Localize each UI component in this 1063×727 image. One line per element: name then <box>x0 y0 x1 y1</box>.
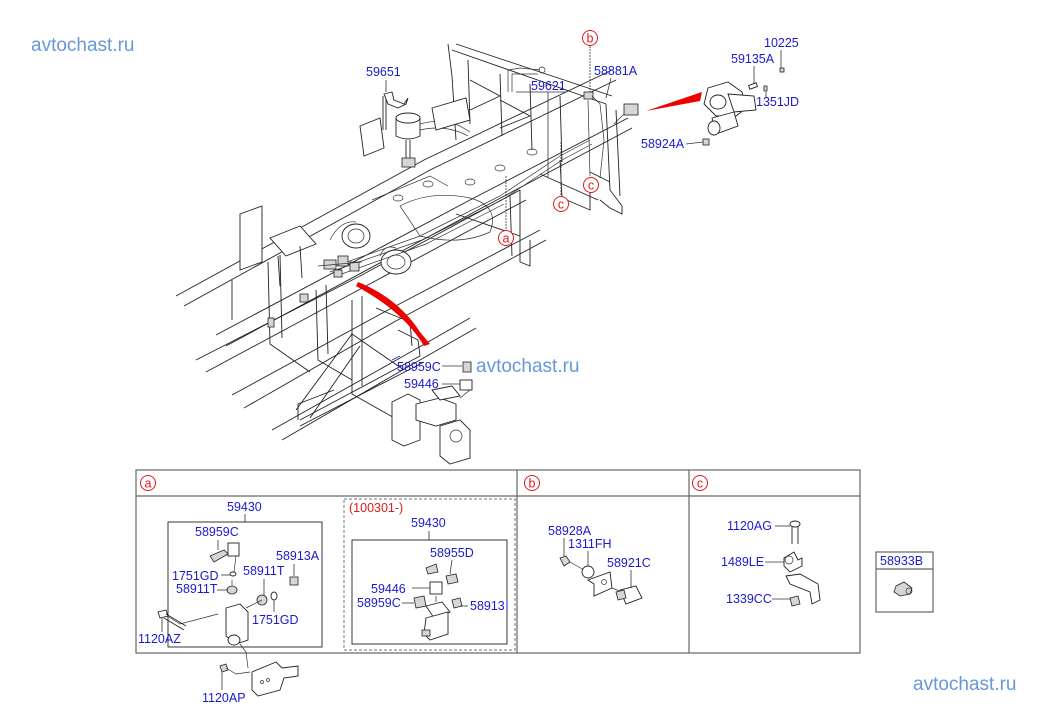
panel-a: a 59430 58959C 58913A 1751GD 58911T 589 <box>138 475 323 705</box>
label-58911T-a1: 58911T <box>243 564 285 578</box>
label-58959C-variant: 58959C <box>357 596 401 610</box>
svg-text:a: a <box>503 232 510 246</box>
label-59430-variant: 59430 <box>411 516 446 530</box>
label-1311FH-b: 1311FH <box>568 537 612 551</box>
label-10225: 10225 <box>764 36 799 50</box>
ref-marker-c-panel: c <box>692 475 708 491</box>
main-view-labels: 59651 59621 58881A 10225 59135A 1351JD 5… <box>366 36 799 391</box>
label-58924A: 58924A <box>641 137 685 151</box>
label-58913-variant: 58913 <box>470 599 505 613</box>
label-1751GD-a2: 1751GD <box>252 613 299 627</box>
label-1351JD: 1351JD <box>756 95 799 109</box>
callout-arrow-lower <box>356 282 430 346</box>
air-dryer-assembly <box>359 96 471 168</box>
ref-marker-a-main: a <box>498 176 514 246</box>
label-59446-main: 59446 <box>404 377 439 391</box>
label-1489LE-c: 1489LE <box>721 555 764 569</box>
label-59651: 59651 <box>366 65 401 79</box>
label-1120AP-a: 1120AP <box>202 691 246 705</box>
label-58959C-a: 58959C <box>195 525 239 539</box>
panel-a-variant: (100301-) 59430 58955D 59446 58959C 5891… <box>343 498 516 651</box>
label-1120AZ-a: 1120AZ <box>138 632 181 646</box>
svg-text:c: c <box>697 477 703 491</box>
label-58911T-a2: 58911T <box>176 582 218 596</box>
label-1120AG-c: 1120AG <box>727 519 772 533</box>
watermark-bottom-right: avtochast.ru <box>913 674 1017 695</box>
valve-cluster <box>317 255 363 278</box>
callout-arrow-upper <box>646 92 702 111</box>
chassis-frame-illustration <box>175 43 639 441</box>
detail-panels <box>135 469 861 654</box>
svg-text:b: b <box>529 477 536 491</box>
watermark-center: avtochast.ru <box>476 356 580 377</box>
label-59135A: 59135A <box>731 52 775 66</box>
ref-marker-b-panel: b <box>524 475 540 491</box>
label-1339CC-c: 1339CC <box>726 592 772 606</box>
label-59446-variant: 59446 <box>371 582 406 596</box>
panel-c: c 1120AG 1489LE 1339CC <box>692 475 821 607</box>
svg-text:c: c <box>558 198 564 212</box>
label-58881A: 58881A <box>594 64 638 78</box>
label-1751GD-a1: 1751GD <box>172 569 219 583</box>
ref-marker-c1-main: c <box>583 177 599 193</box>
ref-marker-c2-main: c <box>553 142 569 212</box>
ref-marker-a-panel: a <box>140 475 156 491</box>
watermark-top-left: avtochast.ru <box>31 35 135 56</box>
brake-chamber-assembly <box>702 67 785 146</box>
label-59621: 59621 <box>531 79 566 93</box>
svg-text:a: a <box>145 477 152 491</box>
label-59430-a: 59430 <box>227 500 262 514</box>
variant-date-code: (100301-) <box>349 501 403 515</box>
bracket-59651 <box>383 91 409 109</box>
svg-text:c: c <box>588 179 594 193</box>
standalone-part-58933B: 58933B <box>875 551 934 613</box>
ref-marker-b-main: b <box>582 30 598 92</box>
label-58933B: 58933B <box>880 554 923 568</box>
abs-valve-group-main <box>391 361 473 465</box>
label-58921C-b: 58921C <box>607 556 651 570</box>
label-58959C-main: 58959C <box>397 360 441 374</box>
panel-b: b 58928A 1311FH 58921C <box>524 475 651 605</box>
label-58955D-variant: 58955D <box>430 546 474 560</box>
svg-text:b: b <box>587 32 594 46</box>
label-58913A-a: 58913A <box>276 549 320 563</box>
label-58928A-b: 58928A <box>548 524 592 538</box>
